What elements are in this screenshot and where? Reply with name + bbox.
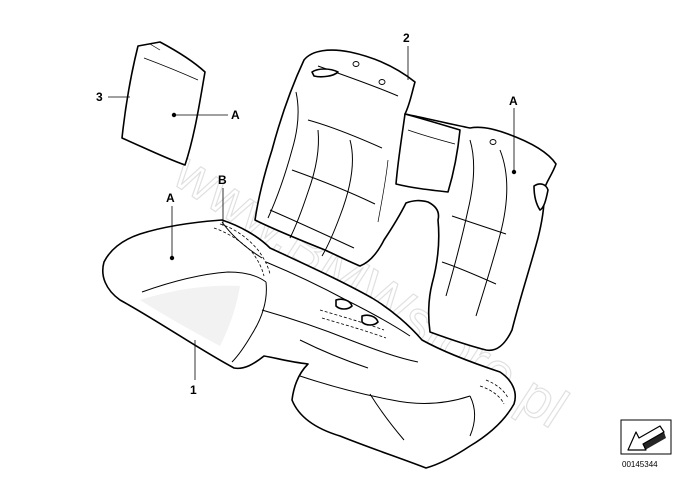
callout-a-backrest: A — [509, 94, 518, 108]
callout-part-1: 1 — [190, 383, 197, 397]
part-1-cushion — [102, 219, 516, 469]
diagram-id-box: 00145344 — [620, 419, 672, 469]
part-2-marker-dot — [511, 169, 517, 175]
backrest-hole — [378, 79, 386, 85]
backrest-hole — [352, 61, 360, 67]
diagram-id-text: 00145344 — [622, 460, 658, 469]
part-3-marker-dot — [171, 112, 177, 118]
callout-a-cover: A — [231, 108, 240, 122]
part-3-cover — [121, 41, 206, 166]
part-2-backrest — [254, 49, 557, 352]
arrow-down-left-icon — [627, 425, 666, 451]
callout-a-cushion: A — [166, 191, 175, 205]
part-1-marker-dot — [169, 255, 175, 261]
callout-part-3: 3 — [96, 90, 103, 104]
backrest-hole — [489, 139, 497, 145]
callout-b-cushion: B — [218, 173, 227, 187]
callout-part-2: 2 — [403, 31, 410, 45]
